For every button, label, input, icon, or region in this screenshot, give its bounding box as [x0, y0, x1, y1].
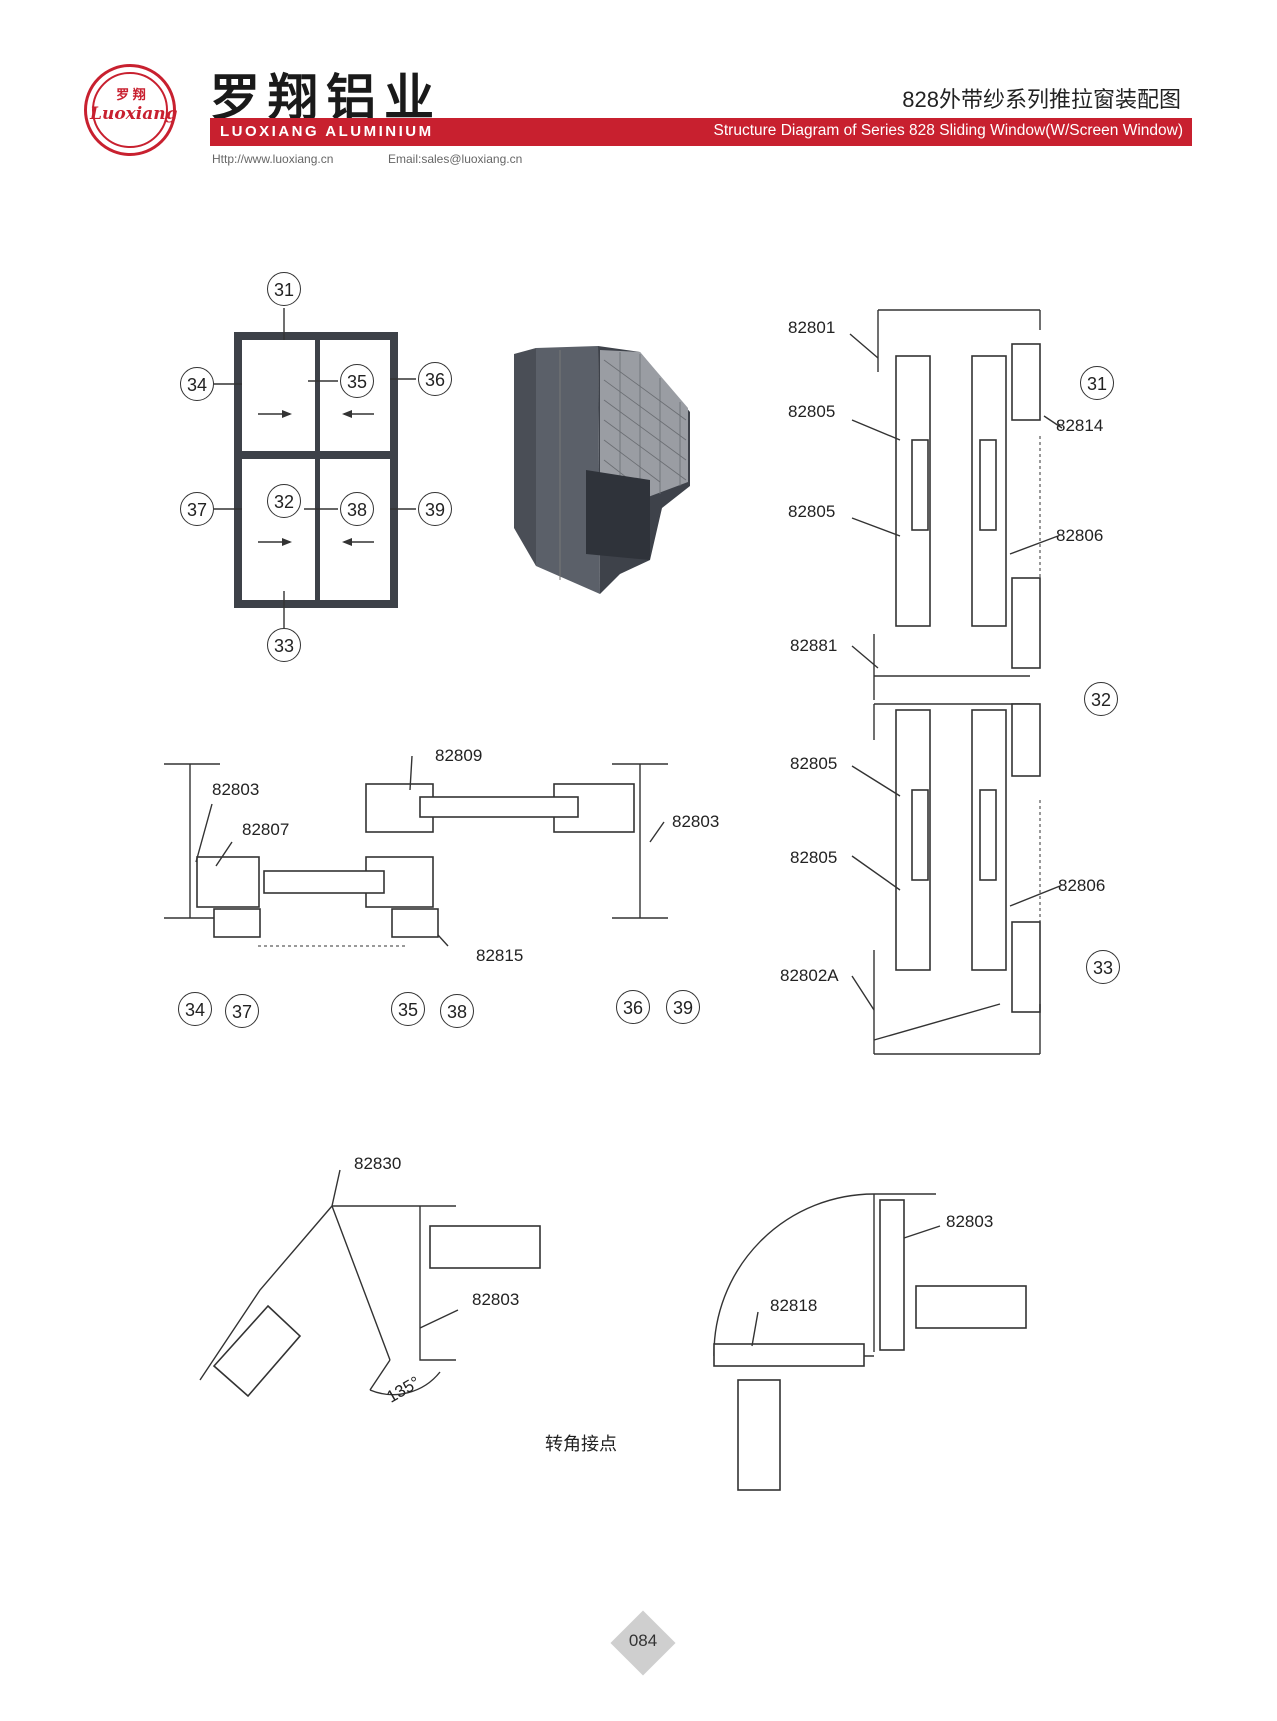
callout-38: 38 — [340, 492, 374, 526]
part-82814: 82814 — [1056, 416, 1104, 435]
part-82803-right: 82803 — [672, 812, 720, 831]
callout-34-section: 34 — [178, 992, 212, 1026]
callout-31-vertical: 31 — [1080, 366, 1114, 400]
callout-33: 33 — [267, 628, 301, 662]
part-82805-c: 82805 — [790, 754, 838, 773]
part-82806-top: 82806 — [1056, 526, 1104, 545]
brand-name-en: LUOXIANG ALUMINIUM — [220, 123, 434, 140]
part-82805-a: 82805 — [788, 402, 836, 421]
callout-32: 32 — [267, 484, 301, 518]
part-82803-corner135: 82803 — [472, 1290, 520, 1309]
callout-35-section: 35 — [391, 992, 425, 1026]
callout-35: 35 — [340, 364, 374, 398]
part-82830: 82830 — [354, 1154, 402, 1173]
callout-32-vertical: 32 — [1084, 682, 1118, 716]
part-82803-corner90: 82803 — [946, 1212, 994, 1231]
horizontal-section-drawing — [164, 755, 668, 947]
callout-34: 34 — [180, 367, 214, 401]
brand-name-cn: 罗翔铝业 — [210, 69, 442, 127]
corner-joint-caption: 转角接点 — [545, 1434, 617, 1454]
part-82815: 82815 — [476, 946, 524, 965]
part-82805-d: 82805 — [790, 848, 838, 867]
callout-39-section: 39 — [666, 990, 700, 1024]
website-link[interactable]: Http://www.luoxiang.cn — [212, 152, 334, 166]
callout-36-section: 36 — [616, 990, 650, 1024]
part-82807: 82807 — [242, 820, 290, 839]
logo-script-text: Luoxiang — [90, 104, 178, 124]
callout-38-section: 38 — [440, 994, 474, 1028]
logo-inner-ring — [92, 72, 168, 148]
page-title-cn: 828外带纱系列推拉窗装配图 — [902, 87, 1181, 112]
logo-ring — [84, 64, 176, 156]
part-82803-left: 82803 — [212, 780, 260, 799]
part-82881: 82881 — [790, 636, 838, 655]
callout-31: 31 — [267, 272, 301, 306]
page-number: 084 — [628, 1631, 658, 1650]
header-red-bar — [210, 118, 1192, 146]
callout-37: 37 — [180, 492, 214, 526]
callout-36: 36 — [418, 362, 452, 396]
window-elevation — [214, 308, 416, 628]
email-link[interactable]: Email:sales@luoxiang.cn — [388, 152, 523, 166]
part-82801: 82801 — [788, 318, 836, 337]
corner-90-drawing — [713, 1193, 1027, 1491]
profile-3d-render — [514, 346, 690, 594]
vertical-section-drawing — [849, 309, 1063, 1055]
part-82805-b: 82805 — [788, 502, 836, 521]
corner-135-drawing — [199, 1169, 541, 1398]
part-82818: 82818 — [770, 1296, 818, 1315]
part-82806-bottom: 82806 — [1058, 876, 1106, 895]
page-title-en: Structure Diagram of Series 828 Sliding … — [713, 122, 1183, 139]
logo-cn-text: 罗 翔 — [116, 87, 146, 102]
part-82809: 82809 — [435, 746, 483, 765]
callout-39: 39 — [418, 492, 452, 526]
callout-37-section: 37 — [225, 994, 259, 1028]
part-82802A: 82802A — [780, 966, 839, 985]
callout-33-vertical: 33 — [1086, 950, 1120, 984]
